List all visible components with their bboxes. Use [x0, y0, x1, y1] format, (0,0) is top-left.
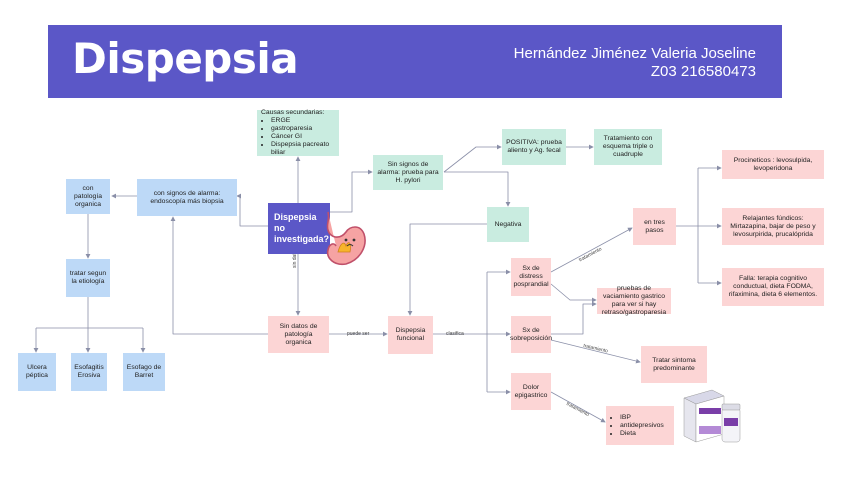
gastric-emptying-node: pruebas de vaciamiento gastrico para ver…: [597, 285, 671, 316]
edge-label-classifies: clasifica: [446, 331, 464, 337]
edge-overlap-to-symptom: [550, 339, 641, 364]
treatment-item: IBP: [620, 414, 664, 422]
page-title: Dispepsia: [72, 34, 299, 83]
cause-item: Cáncer GI: [271, 133, 336, 141]
cause-item: ERGE: [271, 117, 336, 125]
edge-postprandial-to-emptying: [550, 283, 597, 303]
prokinetics-node: Procineticos : levosulpida, levoperidona: [722, 150, 824, 179]
center-node: Dispepsia no investigada?: [268, 203, 330, 254]
treat-etiology-node: tratar segun la etiología: [66, 259, 110, 297]
barrett-esophagus-node: Esofago de Barret: [123, 353, 165, 391]
treatment-list-node: IBP antidepresivos Dieta: [606, 406, 674, 445]
edge-overlap-to-emptying: [551, 301, 597, 335]
fundic-relaxants-node: Relajantes fúndicos: Mirtazapina, bajar …: [722, 208, 824, 245]
cause-item: gastroparesia: [271, 125, 336, 133]
edge-center-to-no-alarm: [330, 169, 373, 213]
no-alarm-signs-node: Sin signos de alarma: prueba para H. pyl…: [373, 155, 443, 190]
author-name: Hernández Jiménez Valeria Joseline: [513, 45, 756, 62]
treatment-list: IBP antidepresivos Dieta: [610, 414, 664, 438]
edge-treat-branch: [36, 297, 143, 329]
edge-label-can-be: puede ser: [347, 331, 370, 337]
edge-negative-to-functional: [407, 223, 487, 316]
postprandial-distress-node: Sx de distress posprandial: [511, 258, 551, 296]
edge-no-organic-to-alarm: [170, 216, 268, 335]
failure-node: Falla: terapia cognitivo conductual, die…: [722, 268, 824, 306]
medicine-box-image: [683, 389, 741, 443]
secondary-causes-node: Causas secundarias: ERGE gastroparesia C…: [257, 109, 339, 157]
treatment-item: antidepresivos: [620, 422, 664, 430]
stomach-icon: [326, 211, 366, 266]
secondary-causes-title: Causas secundarias:: [261, 109, 325, 116]
functional-dyspepsia-node: Dispepsia funcional: [388, 316, 433, 354]
secondary-causes-list: ERGE gastroparesia Cáncer GI Dispepsia p…: [261, 117, 336, 157]
epigastric-pain-node: Dolor epigastrico: [511, 373, 551, 410]
header-banner: Dispepsia Hernández Jiménez Valeria Jose…: [48, 25, 782, 98]
edge-postprandial-to-steps: [550, 227, 633, 273]
positive-test-node: POSITIVA: prueba aliento y Ag. fecal: [502, 129, 566, 165]
author-id: Z03 216580473: [650, 63, 756, 80]
edge-center-to-alarm: [236, 193, 268, 227]
no-organic-node: Sin datos de patología organica: [268, 316, 329, 353]
overlap-syndrome-node: Sx de sobreposición: [510, 316, 552, 353]
cause-item: Dispepsia pacreato biliar: [271, 141, 336, 157]
edge-epigastric-to-list: [550, 391, 606, 423]
negative-test-node: Negativa: [487, 207, 529, 242]
edge-steps-branch: [676, 168, 699, 283]
edge-no-alarm-to-negative: [444, 171, 511, 207]
peptic-ulcer-node: Ulcera péptica: [18, 353, 56, 391]
alarm-signs-node: con signos de alarma: endoscopía más bio…: [137, 179, 237, 216]
organic-pathology-node: con patología organica: [66, 179, 110, 214]
treatment-item: Dieta: [620, 430, 664, 438]
three-steps-node: en tres pasos: [633, 208, 676, 245]
edge-no-alarm-to-positive: [443, 144, 502, 173]
treat-symptom-node: Tratar sintoma predominante: [641, 346, 707, 383]
erosive-esophagitis-node: Esofagitis Erosiva: [71, 353, 107, 391]
triple-treatment-node: Tratamiento con esquema triple o cuadrup…: [594, 129, 662, 165]
